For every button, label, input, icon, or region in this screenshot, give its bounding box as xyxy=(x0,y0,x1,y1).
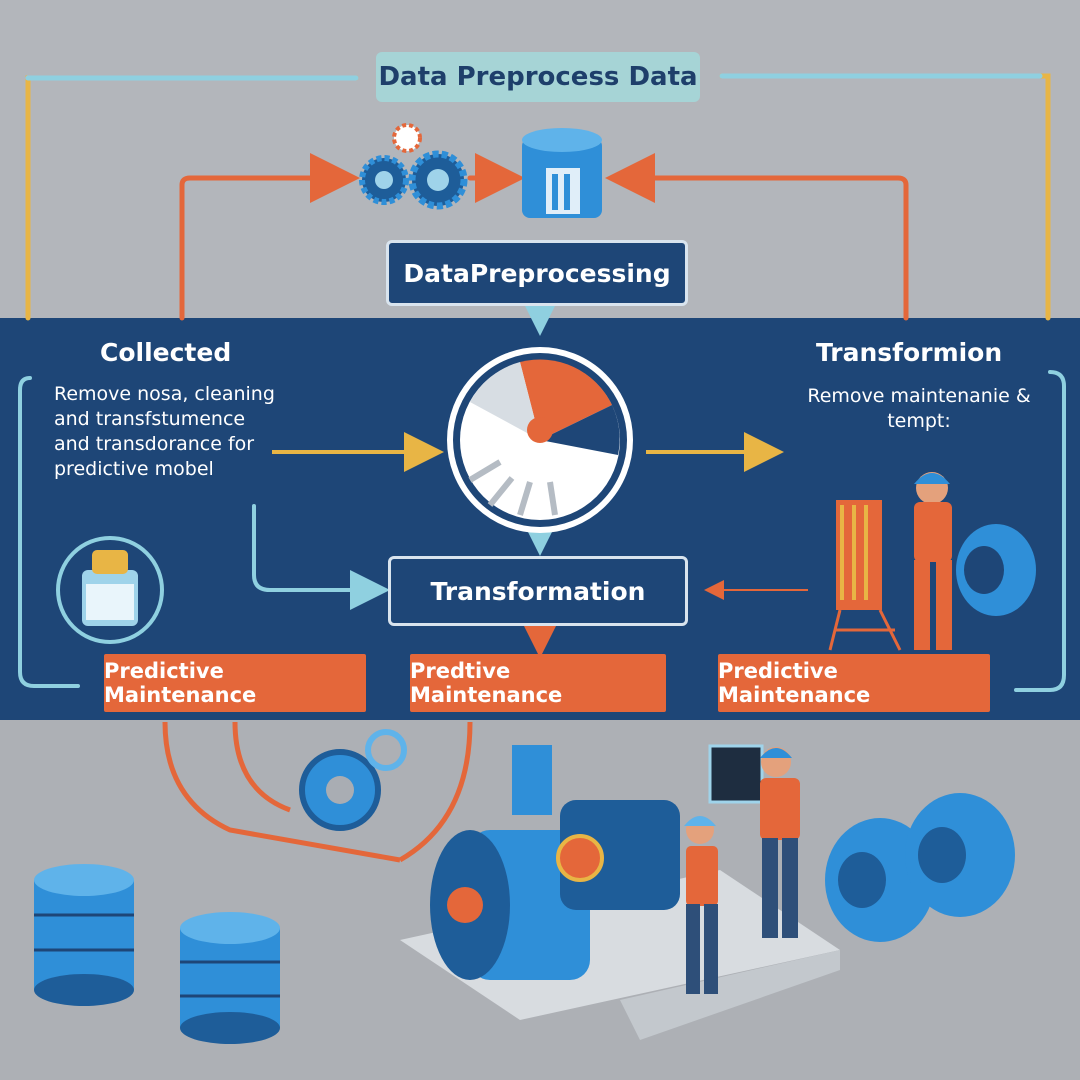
gears-icon xyxy=(359,123,468,210)
worker-illustration-right xyxy=(828,472,1036,651)
gauge-icon xyxy=(447,347,633,533)
left-connector xyxy=(252,504,390,610)
diagram-title: Data Preprocess Data xyxy=(376,52,700,102)
transformion-line-1: Remove maintenanie & xyxy=(807,385,1031,407)
transformion-title: Transformion xyxy=(816,338,1003,367)
top-loop-arrows xyxy=(179,153,909,321)
transformation-box: Transformation xyxy=(388,556,688,626)
collected-title: Collected xyxy=(100,338,232,367)
side-brackets xyxy=(18,370,1066,692)
database-icon xyxy=(522,128,602,218)
sensor-icon xyxy=(56,536,164,644)
preprocessing-box: DataPreprocessing xyxy=(386,240,688,306)
machinery-illustration xyxy=(34,721,1015,1044)
collected-line-2: and transfstumence xyxy=(54,408,246,430)
transformion-description: Remove maintenanie & tempt: xyxy=(784,384,1054,434)
collected-line-3: and transdorance for xyxy=(54,433,255,455)
predictive-maintenance-button-left[interactable]: Predictive Maintenance xyxy=(104,654,366,712)
transformion-line-2: tempt: xyxy=(887,410,951,432)
outer-loop-connector xyxy=(25,73,1051,321)
collected-description: Remove nosa, cleaning and transfstumence… xyxy=(54,382,304,482)
predictive-maintenance-button-right[interactable]: Predictive Maintenance xyxy=(718,654,990,712)
collected-line-4: predictive mobel xyxy=(54,458,214,480)
collected-line-1: Remove nosa, cleaning xyxy=(54,383,275,405)
predictive-maintenance-button-center[interactable]: Predtive Maintenance xyxy=(410,654,666,712)
